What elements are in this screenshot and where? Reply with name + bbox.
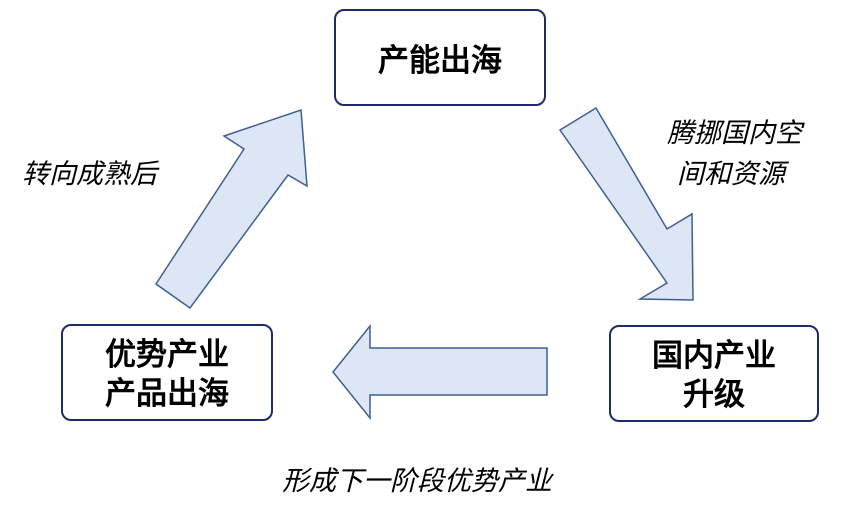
node-left-box <box>61 324 273 421</box>
node-right-label-line1: 国内产业 <box>652 338 776 374</box>
node-top-label: 产能出海 <box>378 43 502 79</box>
node-top-box <box>334 9 546 106</box>
caption-bottom: 形成下一阶段优势产业 <box>282 466 554 497</box>
node-left-label-line1: 优势产业 <box>105 337 229 373</box>
node-left: 优势产业 产品出海 <box>61 324 273 421</box>
arrow-right-to-left <box>332 323 548 421</box>
node-right: 国内产业 升级 <box>609 325 819 422</box>
arrow-left-to-top <box>154 108 308 310</box>
node-right-label-line2: 升级 <box>683 377 745 413</box>
node-left-label-line2: 产品出海 <box>105 376 229 412</box>
caption-top-right-line1: 腾挪国内空 <box>667 118 805 149</box>
caption-top-right-line2: 间和资源 <box>677 159 790 190</box>
arrow-top-to-right <box>558 106 694 301</box>
node-top: 产能出海 <box>334 9 546 106</box>
caption-top-left: 转向成熟后 <box>22 159 160 190</box>
node-right-box <box>609 325 819 422</box>
